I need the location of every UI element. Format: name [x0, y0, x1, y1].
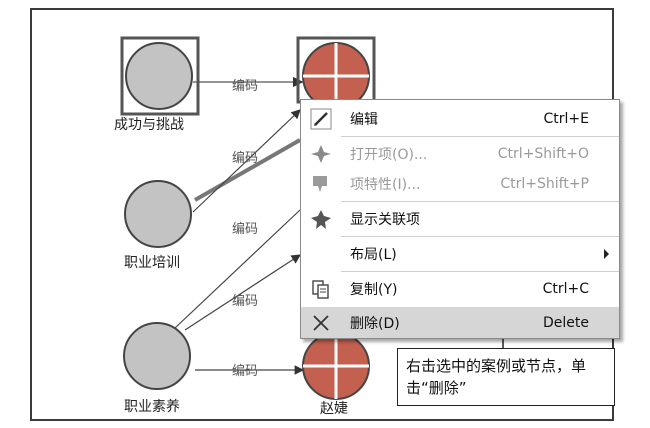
menu-item-delete[interactable]: 删除(D) Delete — [301, 307, 619, 338]
edge-label-1: 编码 — [232, 79, 259, 94]
menu-item-show-related[interactable]: 显示关联项 — [301, 202, 619, 235]
menu-separator — [341, 201, 619, 202]
node-label-success: 成功与挑战 — [114, 117, 184, 133]
related-items-icon — [309, 207, 333, 231]
case-node-zhao — [302, 332, 370, 400]
context-menu: 编辑 Ctrl+E 打开项(O)... Ctrl+Shift+O 项特性(I).… — [300, 99, 620, 339]
copy-icon — [309, 277, 333, 301]
node-label-quality: 职业素养 — [124, 399, 180, 415]
menu-label-delete: 删除(D) — [350, 315, 400, 332]
node-training — [124, 180, 192, 248]
edge-label-4: 编码 — [232, 294, 259, 309]
menu-item-layout[interactable]: 布局(L) — [301, 237, 619, 270]
menu-label-properties: 项特性(I)... — [350, 176, 421, 193]
edge-label-2: 编码 — [232, 151, 259, 166]
edge-label-3: 编码 — [232, 222, 259, 237]
node-quality — [123, 322, 191, 390]
menu-item-copy[interactable]: 复制(Y) Ctrl+C — [301, 272, 619, 305]
open-item-icon — [309, 142, 333, 166]
node-label-training: 职业培训 — [124, 255, 180, 271]
menu-shortcut-delete: Delete — [543, 314, 589, 331]
edge-quality-zhao-a — [184, 254, 302, 331]
menu-shortcut-copy: Ctrl+C — [542, 280, 589, 297]
menu-item-edit[interactable]: 编辑 Ctrl+E — [301, 102, 619, 135]
menu-label-copy: 复制(Y) — [350, 281, 398, 298]
menu-shortcut-edit: Ctrl+E — [543, 110, 590, 127]
node-label-zhao: 赵婕 — [320, 401, 348, 417]
menu-label-layout: 布局(L) — [350, 246, 397, 263]
properties-icon — [309, 172, 333, 196]
menu-separator — [341, 271, 619, 272]
delete-x-icon — [309, 311, 333, 335]
edge-training-zhao — [192, 109, 301, 213]
menu-separator — [341, 236, 619, 237]
edge-label-5: 编码 — [232, 364, 259, 379]
edge-quality-zhao-b — [174, 209, 301, 329]
menu-label-edit: 编辑 — [350, 111, 378, 128]
edge-training-zhao-bold — [194, 138, 301, 202]
pencil-icon — [309, 107, 333, 131]
submenu-arrow-icon — [604, 248, 609, 259]
node-success-selection — [120, 36, 200, 116]
instruction-callout: 右击选中的案例或节点，单击“删除” — [397, 348, 615, 406]
menu-shortcut-properties: Ctrl+Shift+P — [500, 175, 589, 192]
menu-label-show-related: 显示关联项 — [350, 211, 420, 228]
menu-label-open: 打开项(O)... — [350, 146, 428, 163]
menu-shortcut-open: Ctrl+Shift+O — [497, 145, 589, 162]
menu-separator — [341, 136, 619, 137]
menu-item-properties[interactable]: 项特性(I)... Ctrl+Shift+P — [301, 167, 619, 200]
menu-item-open[interactable]: 打开项(O)... Ctrl+Shift+O — [301, 137, 619, 170]
node-success — [125, 42, 193, 110]
